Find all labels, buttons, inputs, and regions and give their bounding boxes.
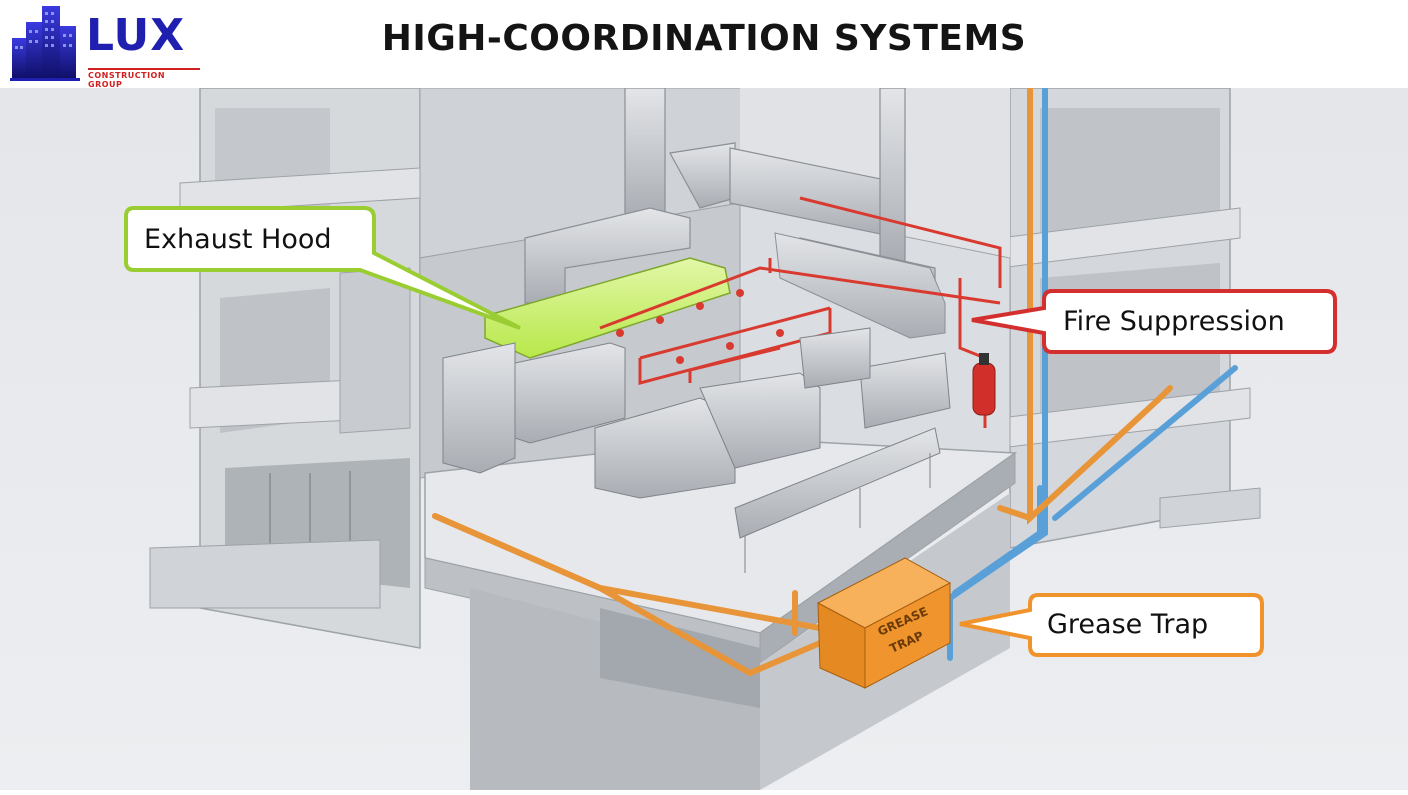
company-logo: LUX CONSTRUCTION GROUP [10,4,210,89]
fire-suppression-label: Fire Suppression [1063,306,1285,337]
exhaust-hood-label: Exhaust Hood [144,224,332,255]
grease-trap-label: Grease Trap [1047,609,1209,640]
kitchen-equipment [442,327,951,573]
exhaust-hood-unit [484,257,731,359]
logo-subtext: CONSTRUCTION GROUP [88,68,200,89]
callout-fire-suppression [971,289,1337,354]
fire-suppression-piping [599,196,1002,428]
secondary-hood [774,232,946,339]
header-bar: LUX CONSTRUCTION GROUP HIGH-COORDINATION… [0,0,1408,89]
kitchen-cutaway-illustration: GREASE TRAP Exhaust Hood Fire Suppressio… [0,85,1408,790]
fire-extinguisher [972,353,996,416]
callout-exhaust-hood [124,206,521,330]
building-cutaway-svg: GREASE TRAP [0,85,1408,790]
callout-grease-trap [959,593,1264,657]
sprinkler-heads [616,289,784,364]
building-logo-icon [10,6,80,81]
logo-text: LUX [86,10,186,61]
page-title: HIGH-COORDINATION SYSTEMS [381,18,1027,59]
grease-trap-tank: GREASE TRAP [816,557,952,689]
